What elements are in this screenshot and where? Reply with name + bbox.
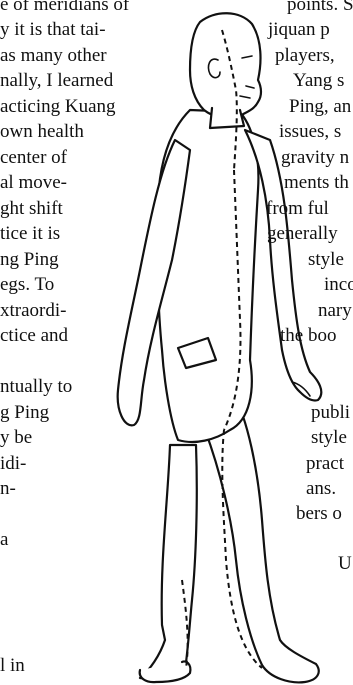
right-line-13: nary [318, 300, 352, 322]
right-line-15: publi [311, 402, 350, 424]
right-line-5: Ping, an [289, 96, 351, 118]
right-line-14: the boo [280, 325, 336, 347]
right-line-10: generally [267, 223, 338, 245]
right-line-7: gravity n [281, 147, 349, 169]
right-line-17: pract [306, 453, 344, 475]
neck [210, 108, 244, 128]
right-line-16: style [311, 427, 347, 449]
right-line-12: inco [324, 274, 353, 296]
head [190, 13, 261, 118]
right-line-8: ments th [284, 172, 349, 194]
right-line-11: style [308, 249, 344, 271]
right-line-1: points. S [287, 0, 353, 16]
right-line-3: players, [275, 45, 335, 67]
right-line-4: Yang s [293, 70, 344, 92]
right-line-20: U [338, 553, 352, 575]
right-line-18: ans. [306, 478, 336, 500]
right-line-9: from ful [266, 198, 329, 220]
right-line-6: issues, s [279, 121, 341, 143]
right-line-2: jiquan p [268, 19, 330, 41]
right-line-19: bers o [296, 503, 342, 525]
